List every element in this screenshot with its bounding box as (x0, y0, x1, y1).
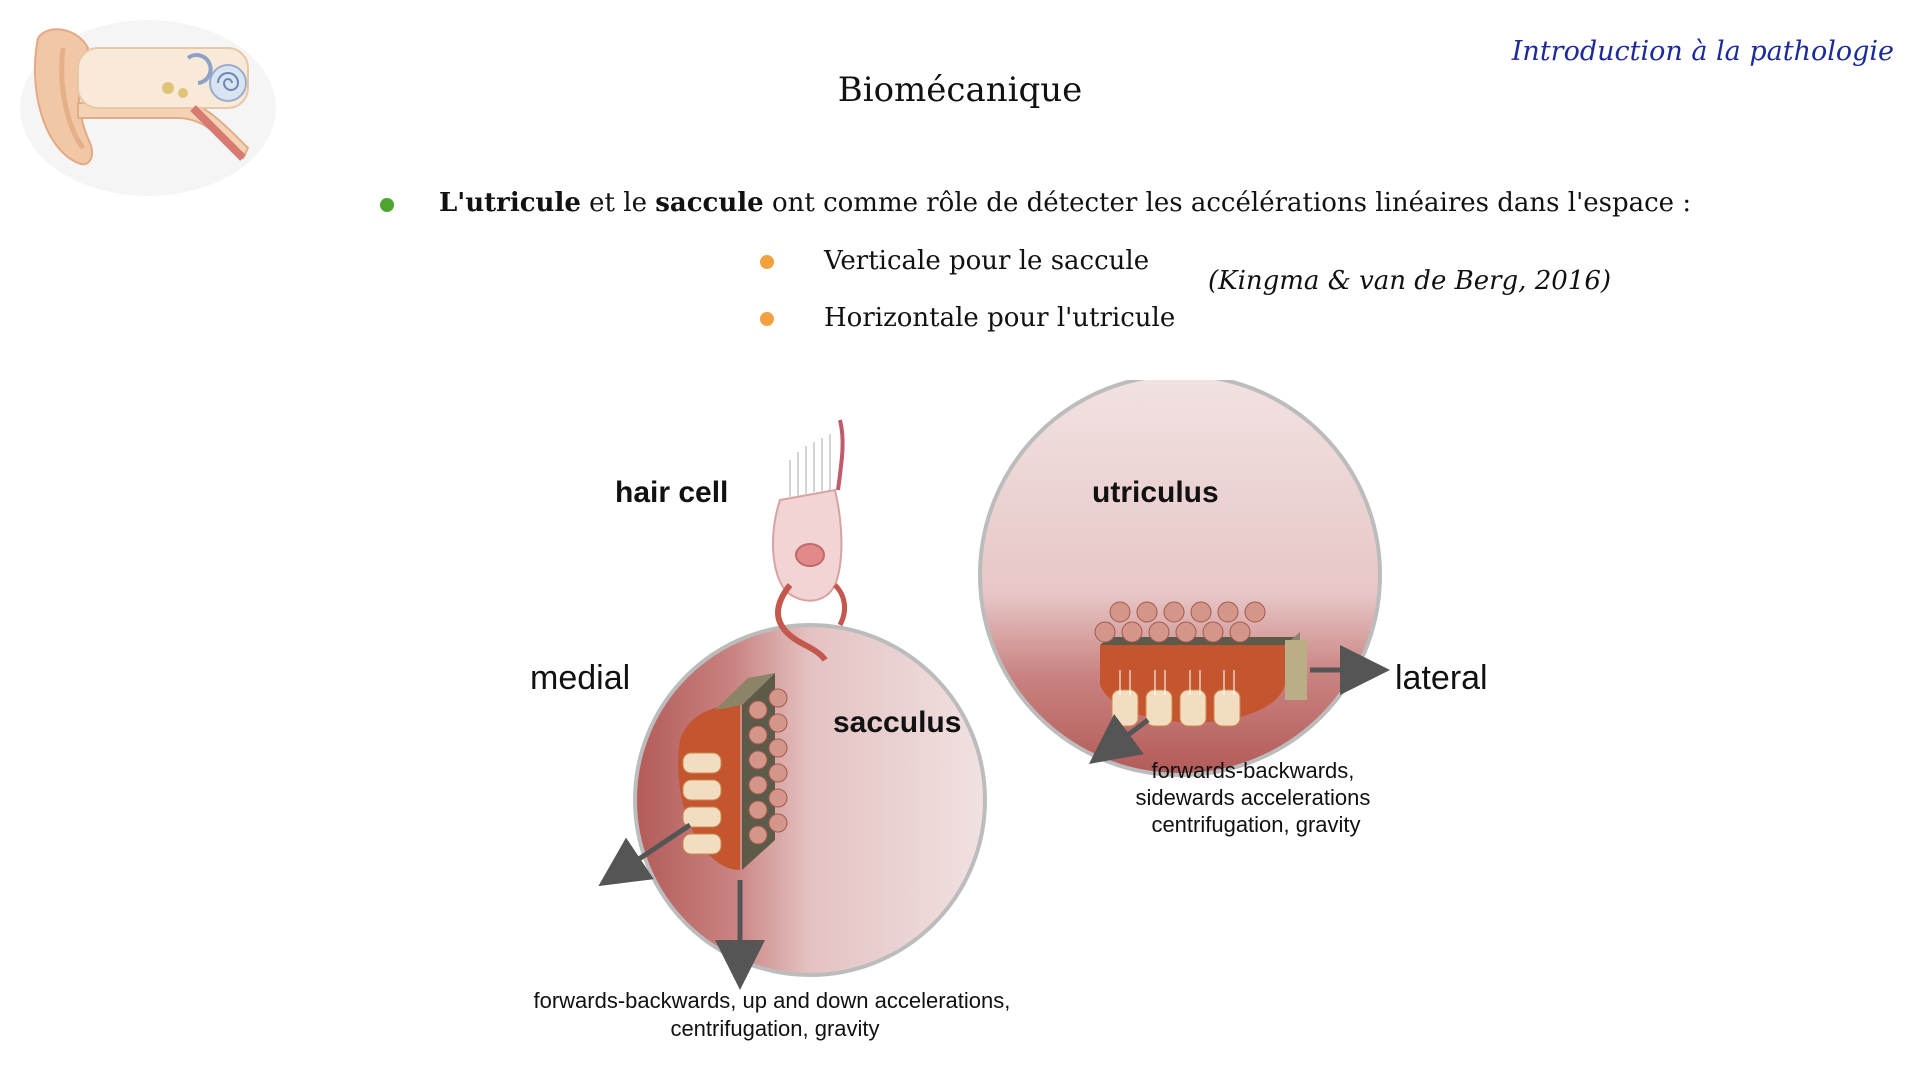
sacculus-caption: forwards-backwards, up and down accelera… (533, 988, 1016, 1041)
hair-cell-icon (772, 419, 848, 662)
bullet-main-strong-utricule: L'utricule (439, 188, 581, 218)
sacculus-caption-line-1: forwards-backwards, up and down accelera… (533, 988, 1010, 1013)
bullet-main: L'utricule et le saccule ont comme rôle … (439, 186, 1691, 220)
utriculus-sphere (978, 380, 1382, 777)
sacculus-sphere (633, 623, 987, 977)
utriculus-caption-line-2: sidewards accelerations (1136, 785, 1371, 810)
hair-cell-label: hair cell (615, 476, 728, 509)
bullet-main-text-1: et le (580, 188, 656, 218)
sacculus-macula (678, 673, 788, 870)
utriculus-macula (1094, 601, 1307, 727)
direction-arrows (598, 645, 1390, 990)
lateral-label: lateral (1395, 659, 1488, 697)
bullet-dot-sub-1 (760, 255, 774, 269)
bullet-dot-sub-2 (760, 312, 774, 326)
medial-label: medial (530, 659, 630, 697)
utriculus-caption: forwards-backwards, sidewards accelerati… (1136, 758, 1377, 837)
bullet-sub-2: Horizontale pour l'utricule (824, 303, 1176, 333)
bullet-main-text-2: ont comme rôle de détecter les accélérat… (763, 188, 1692, 218)
slide-title: Biomécanique (837, 70, 1083, 110)
citation: (Kingma & van de Berg, 2016) (1208, 266, 1611, 296)
bullet-main-strong-saccule: saccule (655, 188, 764, 218)
header-subtitle: Introduction à la pathologie (1511, 36, 1894, 67)
utriculus-caption-line-3: centrifugation, gravity (1151, 812, 1360, 837)
sacculus-medial-arrow (598, 822, 692, 887)
utriculus-label: utriculus (1092, 476, 1219, 509)
otolith-diagram: hair cell utriculus sacculus medial late… (530, 380, 1488, 1041)
sacculus-label: sacculus (833, 706, 961, 739)
bullet-sub-1: Verticale pour le saccule (824, 246, 1150, 276)
utriculus-caption-line-1: forwards-backwards, (1151, 758, 1354, 783)
ear-anatomy-icon (20, 20, 276, 196)
bullet-dot-main (380, 198, 394, 212)
utriculus-forward-arrow (1088, 714, 1150, 764)
sacculus-caption-line-2: centrifugation, gravity (670, 1016, 879, 1041)
